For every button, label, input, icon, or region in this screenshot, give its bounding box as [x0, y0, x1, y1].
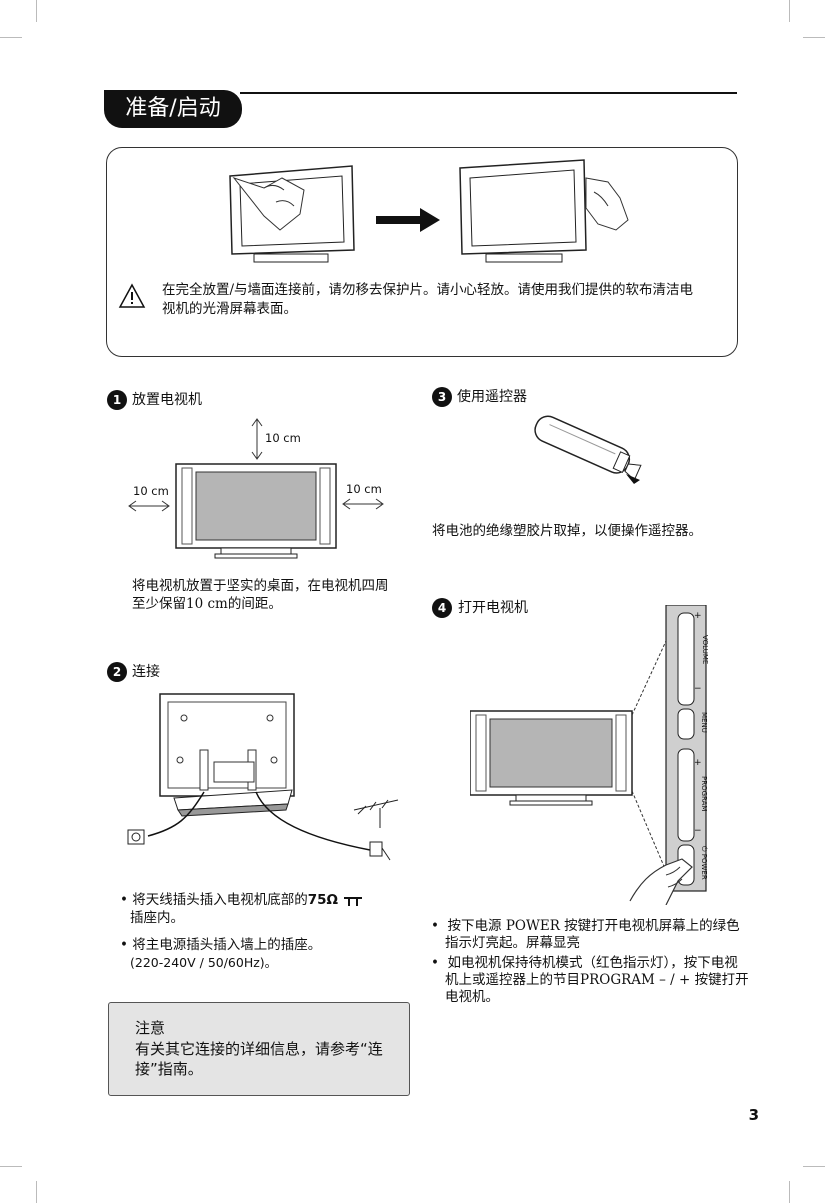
dimension-label: 10 cm [265, 431, 301, 445]
step4-bullet-2-text: 如电视机保持待机模式（红色指示灯），按下电视机上或遥控器上的节目PROGRAM … [445, 955, 749, 1005]
screen-film-illustration [229, 159, 629, 263]
antenna-socket-icon [344, 896, 363, 906]
step-number: 1 [107, 390, 127, 410]
step4-bullet-1-text: 按下电源 POWER 按键打开电视机屏幕上的绿色指示灯亮起。屏幕显亮 [445, 918, 740, 951]
step4-bullet-1: • 按下电源 POWER 按键打开电视机屏幕上的绿色指示灯亮起。屏幕显亮 [431, 918, 740, 951]
step-title: 连接 [132, 664, 160, 680]
step2-bullet-1-tail: 插座内。 [130, 910, 184, 926]
voltage-spec: (220-240V / 50/60Hz)。 [130, 955, 278, 970]
warning-text: 在完全放置/与墙面连接前，请勿移去保护片。请小心轻放。请使用我们提供的软布清洁电… [162, 282, 694, 317]
warning-icon [118, 283, 146, 308]
crop-mark [803, 1166, 825, 1167]
dimension-label: 10 cm [133, 484, 169, 498]
crop-mark [36, 1181, 37, 1203]
program-plus-label: + [694, 758, 702, 768]
step-number: 4 [432, 598, 452, 618]
note-title: 注意 [135, 1019, 166, 1037]
menu-label: MENU [700, 712, 708, 733]
title-rule [240, 92, 737, 94]
step2-bullet-1-text: 将天线插头插入电视机底部的 [132, 892, 308, 908]
crop-mark [803, 37, 825, 38]
page-title: 准备/启动 [104, 90, 242, 128]
step-title: 使用遥控器 [457, 389, 527, 405]
step-number: 3 [432, 387, 452, 407]
program-label: PROGRAM [700, 776, 708, 812]
step-number: 2 [107, 662, 127, 682]
crop-mark [36, 0, 37, 22]
crop-mark [0, 1166, 22, 1167]
crop-mark [789, 1181, 790, 1203]
step-title: 打开电视机 [458, 600, 528, 616]
step-title: 放置电视机 [132, 392, 202, 408]
step3-body: 将电池的绝缘塑胶片取掉，以便操作遥控器。 [432, 523, 702, 539]
note-box [108, 1002, 410, 1096]
tv-connection-illustration [127, 693, 399, 861]
crop-mark [789, 0, 790, 22]
step2-bullet-2: • 将主电源插头插入墙上的插座。 (220-240V / 50/60Hz)。 [120, 936, 410, 972]
program-minus-label: − [694, 826, 702, 836]
volume-plus-label: + [694, 611, 702, 621]
power-label: ⏻ POWER [700, 846, 708, 880]
ohm-value: 75Ω [307, 892, 339, 908]
volume-minus-label: − [694, 684, 702, 694]
volume-label: VOLUME [701, 635, 709, 665]
dimension-label: 10 cm [346, 482, 382, 496]
tv-placement-illustration [128, 418, 384, 559]
step4-bullet-2: • 如电视机保持待机模式（红色指示灯），按下电视机上或遥控器上的节目PROGRA… [431, 955, 749, 1005]
remote-control-icon [534, 415, 642, 484]
warning-box [106, 147, 738, 357]
page-number: 3 [748, 1106, 759, 1124]
step2-bullet-2-text: 将主电源插头插入墙上的插座。 [132, 937, 322, 953]
step2-bullet-1: • 将天线插头插入电视机底部的75Ω 插座内。 [120, 891, 410, 927]
step1-body: 将电视机放置于坚实的桌面，在电视机四周至少保留10 cm的间距。 [132, 578, 389, 612]
crop-mark [0, 37, 22, 38]
power-on-illustration [470, 605, 707, 905]
note-body: 有关其它连接的详细信息，请参考“连接”指南。 [135, 1040, 383, 1078]
